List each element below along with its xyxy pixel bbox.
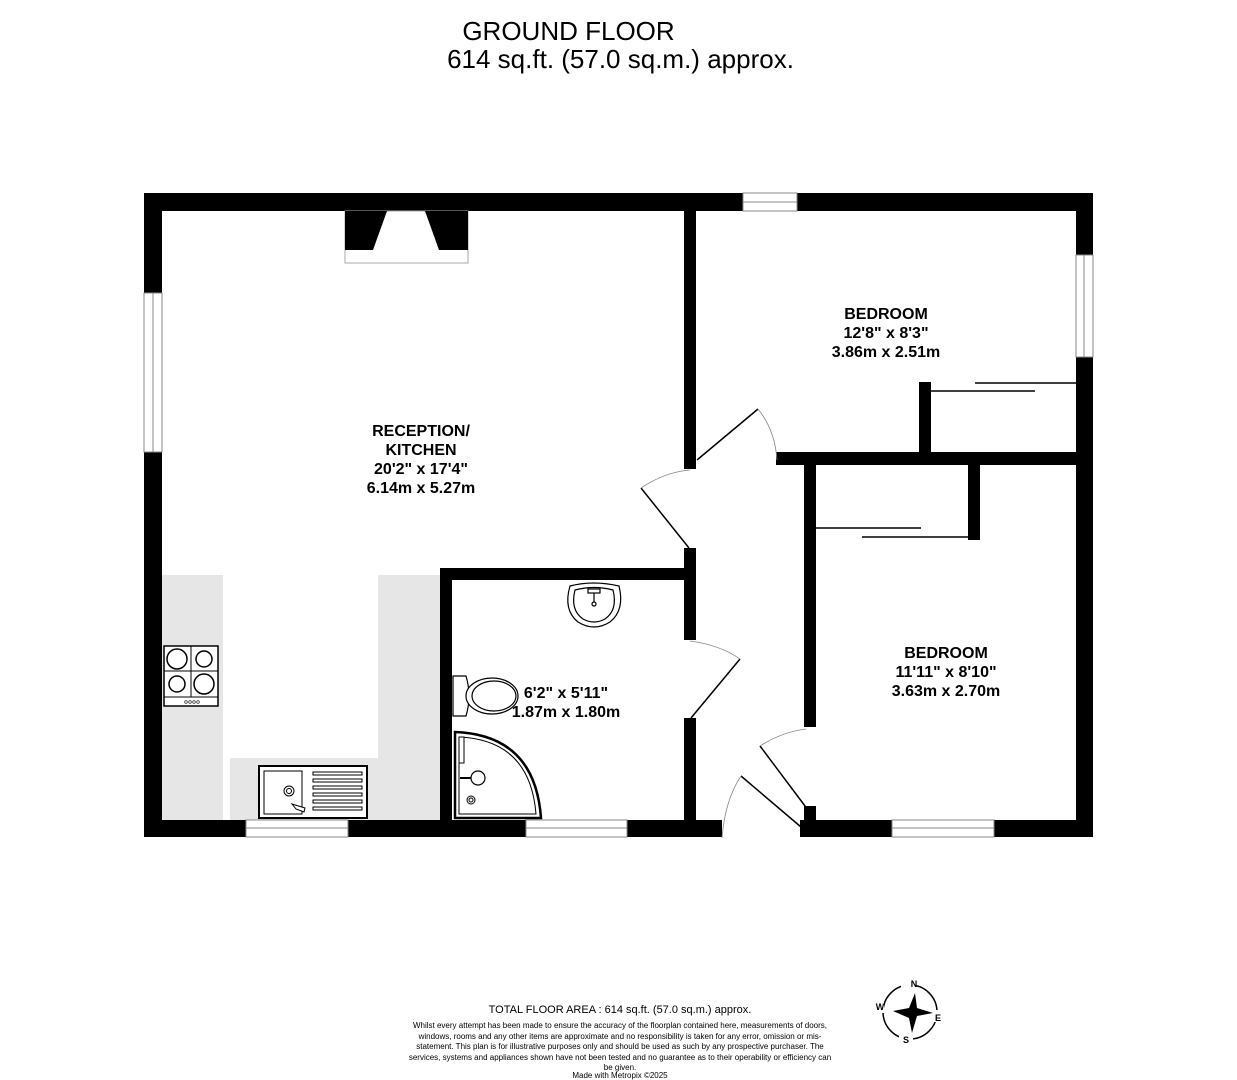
room-bedroom-1: BEDROOM 12'8" x 8'3" 3.86m x 2.51m: [832, 306, 941, 361]
doors: [640, 408, 809, 839]
room-shower-room: 6'2" x 5'11" 1.87m x 1.80m: [512, 685, 621, 721]
floor-area: 614 sq.ft. (57.0 sq.m.) approx.: [447, 44, 794, 74]
svg-text:20'2" x 17'4": 20'2" x 17'4": [374, 461, 468, 478]
sink-icon: [258, 765, 368, 819]
svg-text:BEDROOM: BEDROOM: [904, 645, 988, 662]
walls: [144, 193, 1093, 837]
wardrobe-icon: [816, 382, 1076, 538]
floor-title: GROUND FLOOR: [462, 16, 675, 46]
svg-text:11'11" x 8'10": 11'11" x 8'10": [895, 664, 996, 681]
windows: [143, 192, 1094, 838]
svg-text:W: W: [876, 1002, 885, 1012]
svg-text:RECEPTION/: RECEPTION/: [372, 423, 470, 440]
total-floor-area: TOTAL FLOOR AREA : 614 sq.ft. (57.0 sq.m…: [488, 1004, 752, 1016]
svg-text:6'2" x 5'11": 6'2" x 5'11": [524, 685, 608, 702]
room-bedroom-2: BEDROOM 11'11" x 8'10" 3.63m x 2.70m: [892, 645, 1001, 700]
disclaimer-text: Whilst every attempt has been made to en…: [408, 1021, 832, 1072]
svg-text:12'8" x 8'3": 12'8" x 8'3": [843, 325, 928, 342]
compass-icon: N W E S: [872, 976, 943, 1045]
svg-text:6.14m x 5.27m: 6.14m x 5.27m: [367, 480, 476, 497]
svg-text:BEDROOM: BEDROOM: [844, 306, 928, 323]
svg-text:3.63m x 2.70m: 3.63m x 2.70m: [892, 683, 1001, 700]
room-reception-kitchen: RECEPTION/ KITCHEN 20'2" x 17'4" 6.14m x…: [367, 423, 476, 497]
toilet-icon: [452, 675, 519, 717]
hob-icon: [163, 645, 219, 707]
svg-text:E: E: [935, 1013, 941, 1023]
shower-icon: [453, 730, 543, 820]
svg-text:1.87m x 1.80m: 1.87m x 1.80m: [512, 704, 621, 721]
svg-text:N: N: [911, 979, 918, 989]
washbasin-icon: [567, 582, 622, 628]
svg-text:S: S: [903, 1035, 909, 1045]
svg-text:3.86m x 2.51m: 3.86m x 2.51m: [832, 344, 941, 361]
fireplace-icon: [344, 210, 469, 264]
made-with-credit: Made with Metropix ©2025: [572, 1071, 668, 1080]
svg-text:KITCHEN: KITCHEN: [385, 442, 456, 459]
